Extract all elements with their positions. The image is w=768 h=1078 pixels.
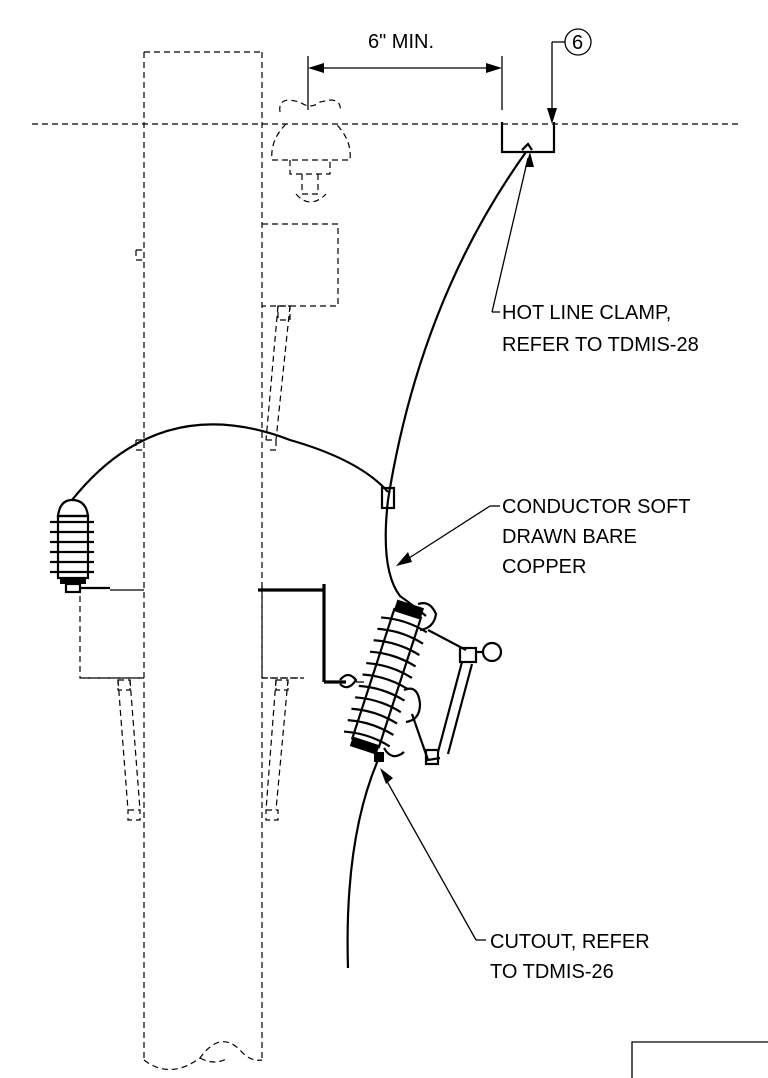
leader-cutout bbox=[380, 768, 486, 941]
conductor-label-2: DRAWN BARE bbox=[502, 526, 637, 548]
conductor-label-1: CONDUCTOR SOFT bbox=[502, 496, 691, 518]
conductor bbox=[384, 151, 527, 617]
leader-hot-line-clamp bbox=[491, 152, 534, 313]
cutout-label-2: TO TDMIS-26 bbox=[490, 961, 614, 983]
fuse-cutout bbox=[343, 599, 503, 766]
crossarm bbox=[79, 586, 304, 679]
pin-insulator bbox=[262, 99, 351, 307]
conductor-label-3: COPPER bbox=[502, 556, 586, 578]
surge-arrester bbox=[50, 498, 144, 594]
hot-line-clamp-label-1: HOT LINE CLAMP, bbox=[502, 302, 671, 324]
cutout-label-1: CUTOUT, REFER bbox=[490, 931, 650, 953]
arrester-jumper bbox=[71, 423, 389, 501]
dimension-label: 6" MIN. bbox=[368, 31, 434, 53]
right-brace bbox=[265, 305, 291, 451]
callout-6 bbox=[547, 28, 592, 124]
hot-line-clamp-label-2: REFER TO TDMIS-28 bbox=[502, 334, 699, 356]
pole bbox=[135, 51, 263, 1071]
cutout-bracket bbox=[258, 584, 364, 689]
lower-braces bbox=[117, 679, 289, 821]
hot-line-clamp bbox=[500, 122, 556, 154]
dimension-6in bbox=[307, 56, 503, 110]
leader-conductor bbox=[396, 505, 500, 566]
title-block-corner bbox=[631, 1041, 768, 1078]
load-conductor bbox=[346, 759, 380, 969]
callout-number: 6 bbox=[572, 32, 583, 54]
